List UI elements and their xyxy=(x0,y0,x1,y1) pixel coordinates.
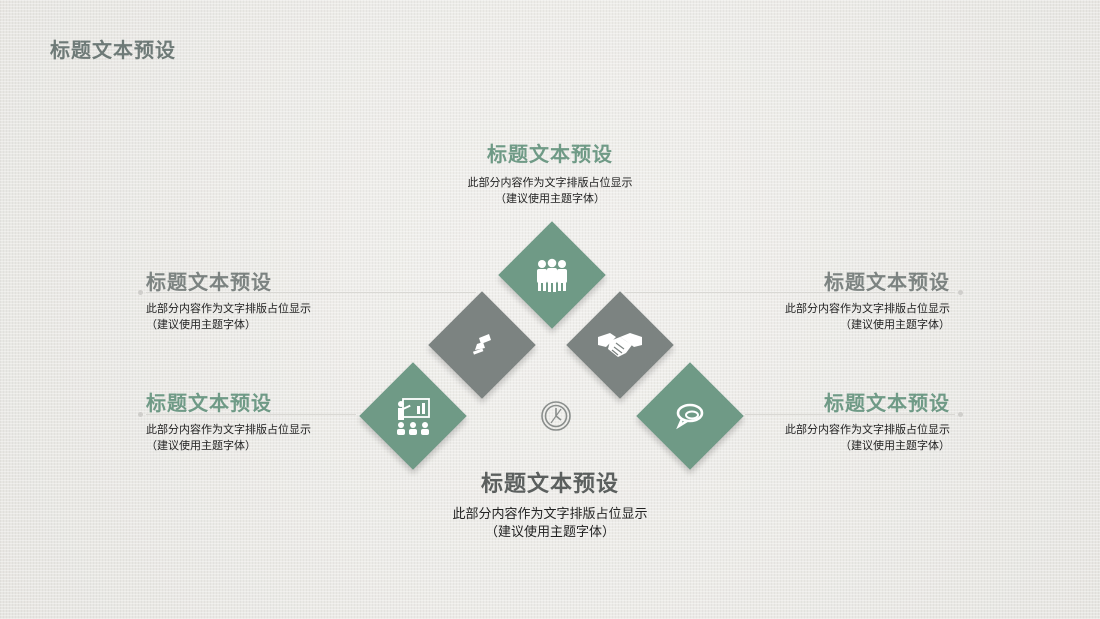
page-title: 标题文本预设 xyxy=(50,38,176,62)
clock-icon xyxy=(526,386,586,446)
right-lower-text-block: 标题文本预设 此部分内容作为文字排版占位显示 （建议使用主题字体） xyxy=(730,387,950,454)
left-lower-connector xyxy=(146,414,356,415)
right-upper-body-line2: （建议使用主题字体） xyxy=(840,318,950,331)
left-lower-dot xyxy=(138,412,143,417)
top-heading: 标题文本预设 xyxy=(487,142,613,166)
right-upper-connector xyxy=(625,292,955,293)
left-upper-connector xyxy=(146,292,476,293)
right-upper-dot xyxy=(958,290,963,295)
top-text-block: 标题文本预设 此部分内容作为文字排版占位显示 （建议使用主题字体） xyxy=(400,138,700,207)
left-lower-heading: 标题文本预设 xyxy=(146,391,272,415)
left-upper-heading: 标题文本预设 xyxy=(146,270,272,294)
handshake-icon xyxy=(590,315,650,375)
left-lower-text-block: 标题文本预设 此部分内容作为文字排版占位显示 （建议使用主题字体） xyxy=(146,387,366,454)
right-upper-body-line1: 此部分内容作为文字排版占位显示 xyxy=(785,302,950,315)
right-upper-text-block: 标题文本预设 此部分内容作为文字排版占位显示 （建议使用主题字体） xyxy=(730,266,950,333)
bottom-text-block: 标题文本预设 此部分内容作为文字排版占位显示 （建议使用主题字体） xyxy=(400,466,700,542)
bottom-body-line2: （建议使用主题字体） xyxy=(484,525,615,540)
right-lower-body-line2: （建议使用主题字体） xyxy=(840,439,950,452)
left-lower-body-line2: （建议使用主题字体） xyxy=(146,439,256,452)
left-upper-body-line2: （建议使用主题字体） xyxy=(146,318,256,331)
marker-icon xyxy=(452,315,512,375)
chat-icon xyxy=(660,386,720,446)
presentation-icon xyxy=(383,386,443,446)
bottom-body-line1: 此部分内容作为文字排版占位显示 xyxy=(452,507,648,522)
right-lower-heading: 标题文本预设 xyxy=(824,391,950,415)
top-body-line1: 此部分内容作为文字排版占位显示 xyxy=(467,176,633,189)
right-lower-dot xyxy=(958,412,963,417)
right-upper-heading: 标题文本预设 xyxy=(824,270,950,294)
right-lower-body-line1: 此部分内容作为文字排版占位显示 xyxy=(785,423,950,436)
bottom-heading: 标题文本预设 xyxy=(480,472,619,497)
top-body-line2: （建议使用主题字体） xyxy=(495,192,605,205)
right-lower-connector xyxy=(745,414,955,415)
left-lower-body-line1: 此部分内容作为文字排版占位显示 xyxy=(146,423,311,436)
left-upper-text-block: 标题文本预设 此部分内容作为文字排版占位显示 （建议使用主题字体） xyxy=(146,266,366,333)
left-upper-body-line1: 此部分内容作为文字排版占位显示 xyxy=(146,302,311,315)
left-upper-dot xyxy=(138,290,143,295)
team-icon xyxy=(522,245,582,305)
